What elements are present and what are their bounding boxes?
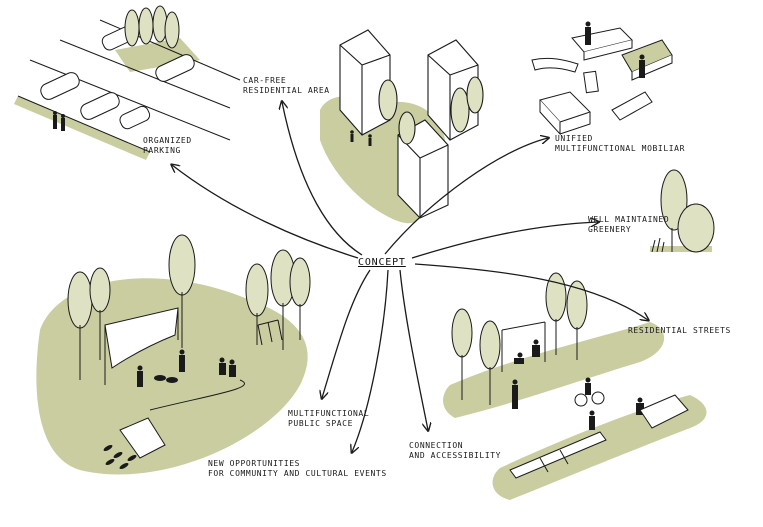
canopy-tent — [104, 307, 179, 369]
arrow-greenery — [411, 222, 598, 259]
parking-green-strip — [14, 96, 150, 160]
park-illustration — [67, 234, 311, 470]
arrow-residential-streets — [414, 263, 648, 320]
label-organized-parking: ORGANIZED PARKING — [143, 136, 192, 155]
street-ground — [443, 322, 665, 418]
streets-illustration — [451, 272, 689, 479]
greenery-illustration — [651, 169, 715, 253]
arrow-connection — [399, 269, 428, 430]
car-free-trees — [378, 76, 484, 145]
label-multifunctional-public-space: MULTIFUNCTIONAL PUBLIC SPACE — [288, 409, 370, 428]
swing-frame — [501, 321, 546, 372]
arrow-opportunities — [352, 269, 389, 452]
organized-parking-illustration — [17, 5, 241, 153]
concept-label: CONCEPT — [358, 257, 406, 268]
parking-trees — [124, 5, 180, 49]
park-ground — [36, 278, 308, 475]
bench-end — [639, 394, 689, 429]
bench-long — [509, 431, 607, 479]
arrow-parking — [172, 165, 359, 259]
car-free-illustration — [339, 29, 484, 219]
label-residential-streets: RESIDENTIAL STREETS — [628, 326, 731, 335]
arrow-car-free — [282, 102, 363, 256]
label-well-maintained-greenery: WELL MAINTAINED GREENERY — [588, 215, 670, 234]
footprints — [103, 444, 137, 470]
parking-people — [53, 111, 65, 131]
label-connection-and-accessibility: CONNECTION AND ACCESSIBILITY — [409, 441, 502, 460]
label-unified-multifunctional-mobiliar: UNIFIED MULTIFUNCTIONAL MOBILIAR — [555, 134, 685, 153]
label-new-opportunities: NEW OPPORTUNITIES FOR COMMUNITY AND CULT… — [208, 459, 387, 478]
slide-structure — [119, 417, 166, 459]
concept-arrows — [172, 102, 648, 452]
park-path — [149, 379, 245, 411]
mobiliar-illustration — [531, 21, 673, 136]
label-car-free-residential-area: CAR-FREE RESIDENTIAL AREA — [243, 76, 330, 95]
arrow-mobiliar — [384, 138, 548, 255]
arrow-public-space — [322, 269, 371, 398]
